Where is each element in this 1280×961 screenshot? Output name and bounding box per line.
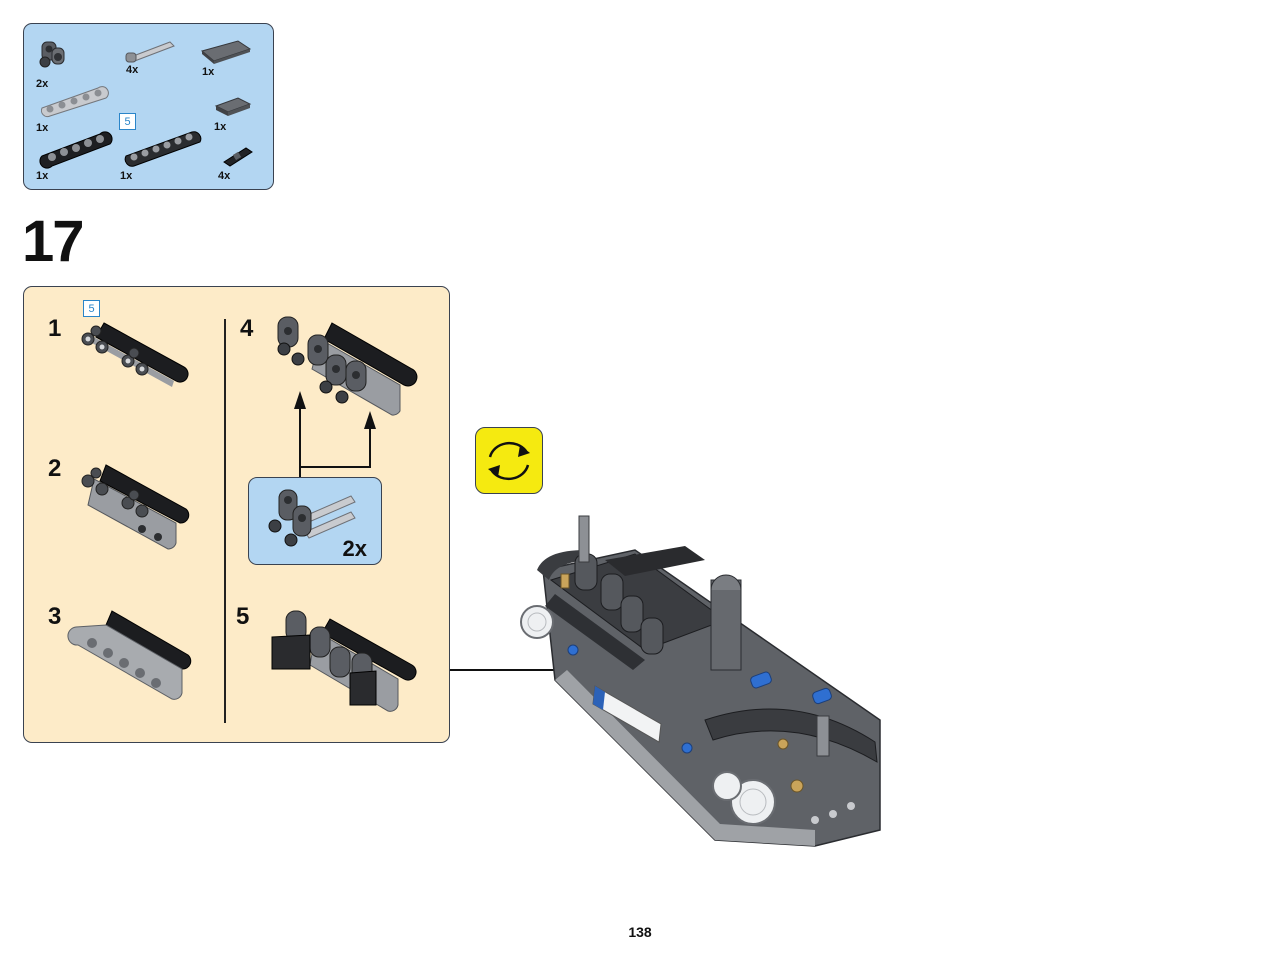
friction-pin-part-icon: [223, 147, 253, 167]
sub-step-1-illustration: [81, 322, 189, 387]
sub-step-4-number: 4: [240, 315, 254, 342]
sub-step-3-number: 3: [48, 603, 62, 630]
qty-tile-short: 1x: [214, 121, 227, 133]
tile-short-part-icon: [214, 97, 252, 116]
main-model-illustration: [520, 515, 881, 847]
sub-steps-divider: [224, 319, 226, 723]
sub-steps-panel: 1 2 3 4 5 5: [23, 286, 450, 743]
sub-length-tag: 5: [83, 300, 100, 317]
page-number: 138: [628, 924, 652, 940]
sub-step-1-number: 1: [48, 315, 62, 342]
sub-step-5-number: 5: [236, 603, 250, 630]
beam-5-light-gray-part-icon: [40, 86, 109, 118]
callout-quantity: 2x: [342, 536, 367, 561]
sub-step-3-illustration: [67, 610, 192, 700]
step-number: 17: [22, 209, 84, 274]
qty-axle-pin: 4x: [126, 64, 139, 76]
sub-step-2-illustration: [81, 464, 190, 550]
sub-step-4-illustration: [277, 316, 418, 416]
qty-axle-pin-connector: 2x: [36, 78, 49, 90]
sub-assembly-callout: 2x: [248, 477, 382, 565]
sub-step-5-illustration: [271, 610, 417, 712]
qty-beam-5-black: 1x: [36, 170, 49, 182]
qty-beam-7: 1x: [120, 170, 133, 182]
axle-pin-connector-part-icon: [39, 41, 65, 68]
length-tag: 5: [119, 113, 136, 130]
qty-tile-long: 1x: [202, 66, 215, 78]
sub-step-2-number: 2: [48, 455, 62, 482]
beam-7-dark-part-icon: [124, 131, 202, 167]
rotate-model-icon: [475, 427, 543, 494]
beam-5-black-part-icon: [39, 131, 113, 169]
connector-with-pins-illustration: [268, 489, 356, 547]
tile-long-part-icon: [200, 40, 252, 64]
parts-list-panel: 2x 4x 1x 1x 5 1x 1x 1x 4x: [23, 23, 274, 190]
axle-pin-part-icon: [125, 41, 175, 63]
qty-beam-5-light: 1x: [36, 122, 49, 134]
rotate-arrows-icon: [488, 441, 530, 481]
assembly-arrows: [294, 391, 376, 479]
qty-friction-pin: 4x: [218, 170, 231, 182]
